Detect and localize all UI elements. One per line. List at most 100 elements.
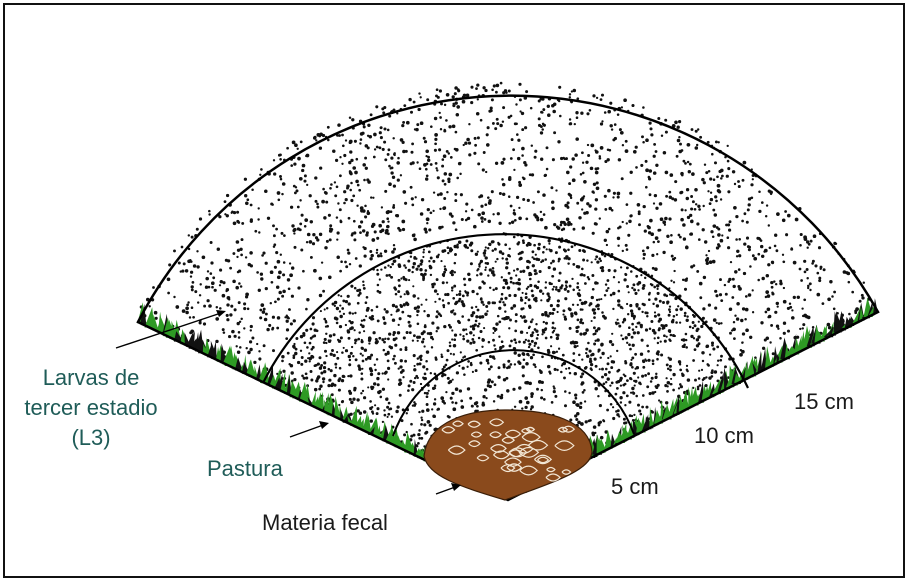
- larva-dot: [578, 216, 581, 219]
- larva-dot: [645, 160, 648, 163]
- larva-dot: [362, 229, 365, 232]
- larva-dot: [666, 390, 669, 393]
- larva-dot: [758, 190, 761, 193]
- larva-dot: [659, 202, 663, 206]
- larva-dot: [435, 315, 438, 318]
- larva-dot: [501, 257, 503, 259]
- larva-dot: [191, 285, 194, 288]
- larva-dot: [785, 233, 788, 236]
- larva-dot: [797, 296, 800, 299]
- larva-dot: [191, 288, 194, 291]
- larva-dot: [679, 191, 682, 194]
- larva-dot: [649, 327, 652, 330]
- larva-dot: [737, 285, 740, 288]
- larva-dot: [585, 328, 588, 331]
- larva-dot: [452, 379, 454, 381]
- larva-dot: [445, 269, 447, 271]
- larva-dot: [373, 133, 377, 137]
- larva-dot: [556, 351, 558, 353]
- larva-dot: [316, 203, 319, 206]
- larva-dot: [534, 342, 537, 345]
- larva-dot: [546, 168, 549, 171]
- larva-dot: [450, 353, 452, 355]
- larva-dot: [403, 104, 406, 107]
- larva-dot: [592, 232, 595, 235]
- larva-dot: [609, 102, 612, 105]
- larva-dot: [498, 336, 500, 338]
- larva-dot: [229, 313, 232, 316]
- larva-dot: [443, 373, 446, 376]
- larva-dot: [512, 388, 515, 391]
- larva-dot: [550, 336, 553, 339]
- larva-dot: [365, 315, 367, 317]
- larva-dot: [233, 221, 237, 225]
- larva-dot: [549, 312, 552, 315]
- larva-dot: [415, 128, 419, 132]
- larva-dot: [396, 310, 398, 312]
- larva-dot: [451, 392, 454, 395]
- larva-dot: [466, 138, 470, 142]
- larva-dot: [444, 104, 446, 106]
- larva-dot: [328, 214, 331, 217]
- larva-dot: [293, 319, 296, 322]
- larva-dot: [365, 301, 368, 304]
- larva-dot: [551, 201, 554, 204]
- larva-dot: [460, 400, 463, 403]
- larva-dot: [585, 211, 588, 214]
- larva-dot: [345, 265, 348, 268]
- larva-dot: [664, 384, 667, 387]
- larva-dot: [590, 167, 594, 171]
- larva-dot: [369, 316, 372, 319]
- larva-dot: [632, 391, 634, 393]
- larva-dot: [766, 274, 769, 277]
- larva-dot: [715, 294, 718, 297]
- larva-dot: [657, 337, 660, 340]
- larva-dot: [574, 153, 578, 157]
- larva-dot: [410, 423, 413, 426]
- larva-dot: [275, 228, 278, 231]
- larva-dot: [286, 328, 289, 331]
- larva-dot: [752, 311, 754, 313]
- larva-dot: [663, 151, 667, 155]
- larva-dot: [524, 126, 527, 129]
- larva-dot: [654, 311, 656, 313]
- larva-dot: [418, 437, 421, 440]
- larva-dot: [411, 197, 414, 200]
- larva-dot: [622, 338, 625, 341]
- larva-dot: [508, 272, 511, 275]
- larva-dot: [254, 230, 257, 233]
- larva-dot: [491, 190, 494, 193]
- larva-dot: [350, 199, 353, 202]
- larva-dot: [681, 374, 684, 377]
- larva-dot: [630, 309, 633, 312]
- larva-dot: [554, 395, 557, 398]
- larva-dot: [566, 218, 570, 222]
- larva-dot: [510, 281, 513, 284]
- larva-dot: [604, 160, 607, 163]
- larva-dot: [412, 285, 414, 287]
- larva-dot: [279, 154, 282, 157]
- larva-dot: [323, 370, 326, 373]
- larva-dot: [503, 366, 505, 368]
- larva-dot: [314, 388, 317, 391]
- larva-dot: [773, 280, 775, 282]
- larva-dot: [525, 90, 528, 93]
- larva-dot: [605, 368, 608, 371]
- larva-dot: [709, 202, 712, 205]
- larva-dot: [383, 127, 386, 130]
- larva-dot: [306, 298, 309, 301]
- larva-dot: [809, 282, 812, 285]
- larva-dot: [168, 263, 171, 266]
- larva-dot: [640, 325, 643, 328]
- larva-dot: [372, 412, 374, 414]
- larva-dot: [258, 207, 260, 209]
- larva-dot: [594, 387, 597, 390]
- larva-dot: [199, 283, 201, 285]
- larva-dot: [637, 203, 641, 207]
- larva-dot: [753, 257, 757, 261]
- larva-dot: [368, 339, 371, 342]
- larva-dot: [861, 294, 864, 297]
- larva-dot: [445, 391, 447, 393]
- larva-dot: [493, 344, 495, 346]
- larva-dot: [459, 290, 461, 292]
